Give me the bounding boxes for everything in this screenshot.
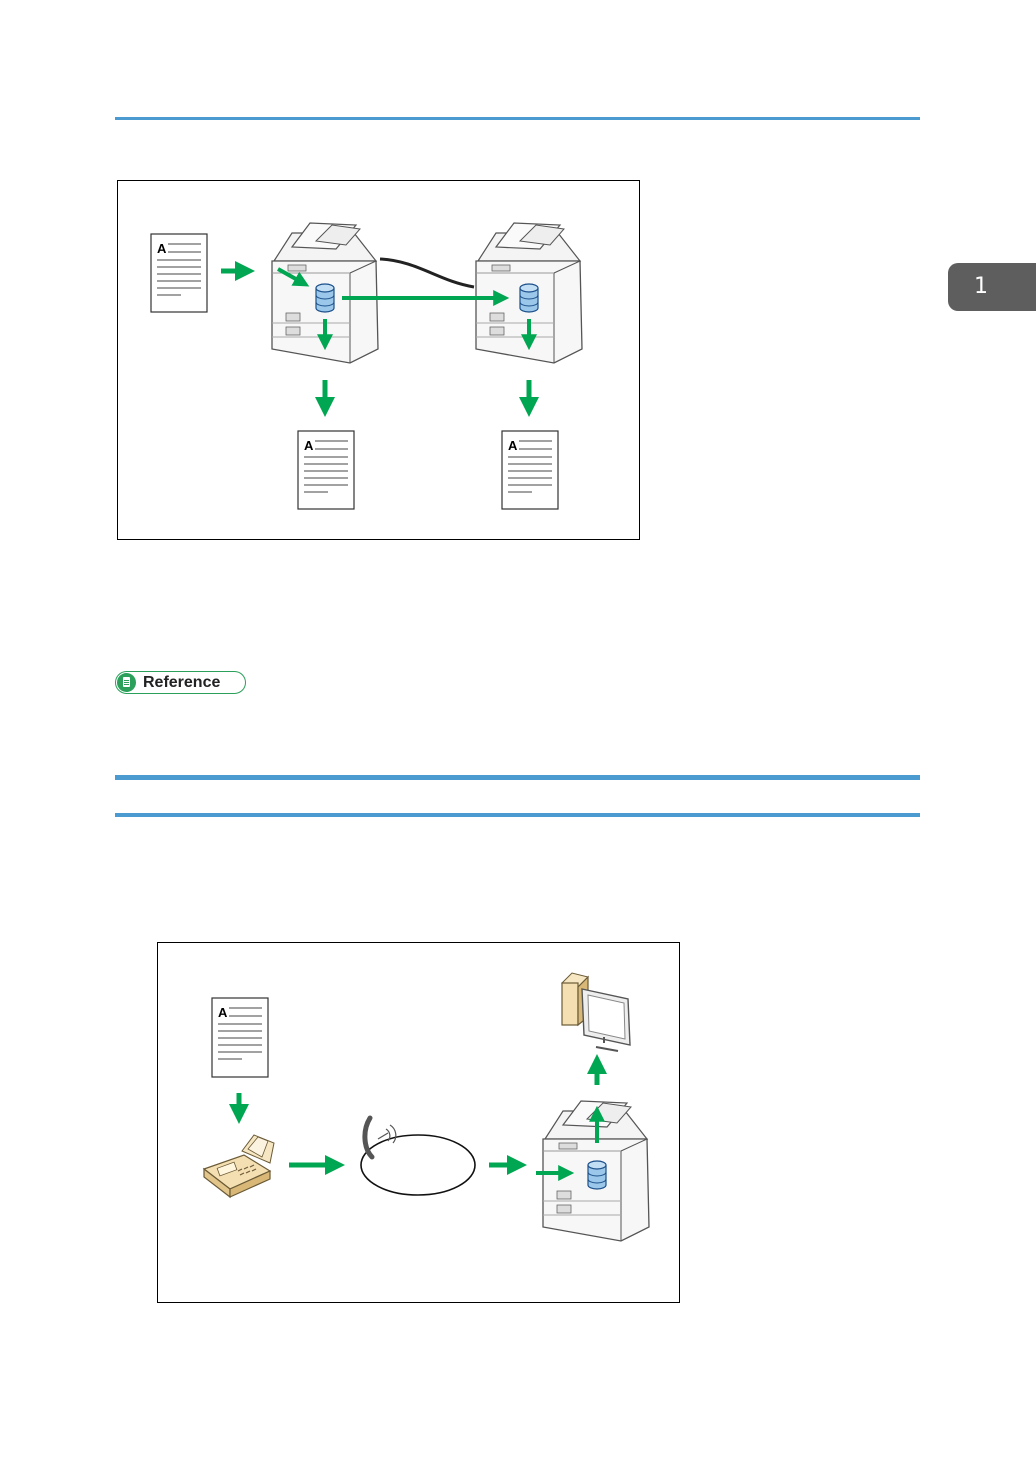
source-document: A xyxy=(151,234,207,312)
storage-drum-icon xyxy=(588,1161,606,1189)
telephone-network xyxy=(361,1118,475,1195)
section-rule-top xyxy=(115,775,920,780)
section-rule-bottom xyxy=(115,813,920,817)
document-letter: A xyxy=(218,1005,228,1020)
figure-document-server-transfer: A A A xyxy=(117,180,640,540)
storage-drum-icon xyxy=(316,284,334,312)
computer-icon xyxy=(562,973,630,1051)
reference-icon xyxy=(117,673,136,692)
output-document-right: A xyxy=(502,431,558,509)
header-rule xyxy=(115,117,920,120)
reference-label: Reference xyxy=(143,672,220,693)
document-letter: A xyxy=(304,438,314,453)
storage-drum-icon xyxy=(520,284,538,312)
reference-badge: Reference xyxy=(115,671,246,694)
document-letter: A xyxy=(508,438,518,453)
output-document-left: A xyxy=(298,431,354,509)
figure-fax-to-computer: A xyxy=(157,942,680,1303)
source-document: A xyxy=(212,998,268,1077)
network-cable xyxy=(380,259,474,287)
fax-machine-icon xyxy=(204,1135,274,1197)
chapter-tab[interactable]: 1 xyxy=(948,263,1036,311)
figure-2-illustration: A xyxy=(158,943,681,1304)
chapter-number: 1 xyxy=(974,274,988,299)
figure-1-illustration: A A A xyxy=(118,181,641,541)
document-letter: A xyxy=(157,241,167,256)
